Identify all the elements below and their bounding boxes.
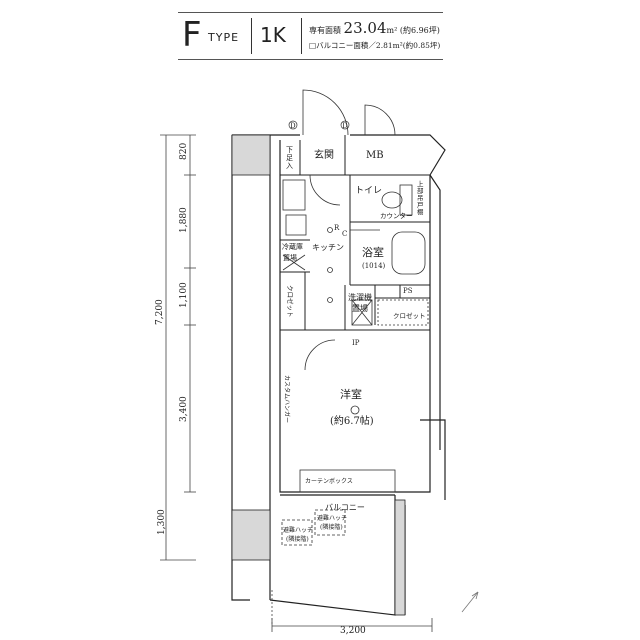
dim-820: 820 bbox=[179, 143, 189, 160]
label-geta: 入 bbox=[286, 162, 293, 170]
label-ip: IP bbox=[352, 339, 360, 347]
room-labels: 玄関 下 足 入 MB トイレ 上 部 吊 戸 棚 カウンター キッチン 冷蔵庫… bbox=[282, 146, 426, 543]
dim-3200: 3,200 bbox=[340, 626, 366, 636]
bathtub bbox=[391, 231, 426, 275]
label-genkan: 玄関 bbox=[314, 148, 334, 161]
label-toilet: トイレ bbox=[355, 186, 382, 196]
label-hatch-2: 避難ハッチ bbox=[317, 514, 347, 522]
dim-total: 7,200 bbox=[155, 299, 165, 325]
wall-fill bbox=[231, 134, 406, 616]
type-letter: F bbox=[182, 15, 202, 55]
north-arrow-icon bbox=[461, 591, 479, 613]
area-tsubo: (約6.96坪) bbox=[399, 26, 440, 35]
label-geta: 下 bbox=[286, 146, 293, 154]
partitions bbox=[279, 135, 430, 331]
dim-1300: 1,300 bbox=[157, 509, 167, 535]
area-unit: m² bbox=[386, 26, 398, 35]
label-upper-cabinet: 部 bbox=[417, 186, 424, 195]
markers: D D R C bbox=[288, 120, 350, 238]
toilet-tank bbox=[399, 184, 413, 216]
header-divider bbox=[251, 18, 252, 54]
stove bbox=[285, 214, 307, 236]
doors bbox=[302, 89, 396, 371]
marker-c: C bbox=[342, 230, 347, 238]
label-closet-horizontal: クロゼット bbox=[393, 311, 426, 320]
label-fridge: 冷蔵庫 bbox=[282, 242, 303, 251]
fixtures bbox=[281, 179, 429, 546]
ceiling-light bbox=[350, 405, 360, 415]
header-divider bbox=[301, 18, 302, 54]
label-upper-cabinet: 吊 bbox=[417, 194, 424, 202]
label-washer: 置場 bbox=[352, 303, 368, 313]
private-area: 専有面積 23.04m² (約6.96坪) bbox=[309, 19, 440, 37]
marker-d: D bbox=[290, 122, 296, 130]
balcony-area: □バルコニー面積／2.81m²(約0.85坪) bbox=[309, 41, 441, 50]
dimension-lines bbox=[160, 134, 433, 632]
label-mb: MB bbox=[366, 150, 384, 161]
area-label: 専有面積 bbox=[309, 26, 341, 35]
label-balcony: バルコニー bbox=[325, 503, 365, 512]
label-western: 洋室 bbox=[340, 387, 362, 401]
area-value: 23.04 bbox=[343, 19, 387, 37]
label-bath: 浴室 bbox=[362, 245, 384, 259]
label-washer: 洗濯機 bbox=[348, 292, 372, 302]
sink bbox=[282, 179, 306, 211]
label-hatch-2: (隣接階) bbox=[320, 523, 343, 531]
label-upper-cabinet: 上 bbox=[417, 179, 424, 188]
hatch-2 bbox=[314, 509, 346, 536]
curtain-box bbox=[299, 469, 396, 493]
marker-d: D bbox=[342, 122, 348, 130]
dim-1880: 1,880 bbox=[179, 207, 189, 233]
toilet-bowl bbox=[381, 191, 403, 209]
label-fridge: 置場 bbox=[283, 253, 297, 262]
label-bath-size: (1014) bbox=[362, 262, 386, 270]
label-hatch-1: 避難ハッチ bbox=[283, 526, 313, 534]
marker-r: R bbox=[334, 224, 340, 232]
label-hatch-1: (隣接階) bbox=[286, 535, 309, 543]
plan-header: F TYPE 1K 専有面積 23.04m² (約6.96坪) □バルコニー面積… bbox=[178, 12, 443, 60]
label-hanger: カスタムハンガー bbox=[283, 375, 291, 423]
closet-box bbox=[377, 299, 429, 326]
dim-3400: 3,400 bbox=[179, 396, 189, 422]
label-geta: 足 bbox=[286, 154, 293, 162]
type-word: TYPE bbox=[208, 31, 240, 44]
dim-1100: 1,100 bbox=[179, 282, 189, 308]
label-ps: PS bbox=[403, 287, 413, 295]
label-upper-cabinet: 戸 bbox=[417, 201, 424, 209]
label-closet-vertical: クロゼット bbox=[286, 285, 295, 318]
label-kitchen: キッチン bbox=[312, 243, 344, 252]
label-curtain: カーテンボックス bbox=[305, 477, 353, 485]
label-counter: カウンター bbox=[380, 211, 413, 220]
label-western-size: (約6.7帖) bbox=[330, 414, 374, 427]
layout-label: 1K bbox=[260, 23, 286, 47]
label-upper-cabinet: 棚 bbox=[417, 207, 424, 216]
washer-box bbox=[351, 299, 373, 326]
hatch-1 bbox=[281, 519, 313, 546]
